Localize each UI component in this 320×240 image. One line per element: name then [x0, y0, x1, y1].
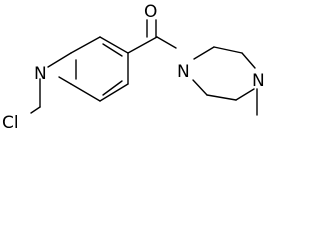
- pyridine-ring: [39, 36, 129, 108]
- methyl-nitrogen-label: N: [252, 71, 265, 91]
- bond: [156, 36, 177, 49]
- bond: [58, 76, 72, 85]
- amide-nitrogen-label: N: [177, 62, 190, 82]
- bond: [206, 94, 237, 101]
- double-bond-inner: [102, 80, 123, 96]
- carbonyl-oxygen-label: O: [144, 2, 157, 22]
- piperazine-ring: [192, 46, 256, 101]
- bond: [99, 36, 129, 54]
- bond: [30, 106, 41, 114]
- bond: [99, 83, 129, 102]
- bond: [70, 83, 101, 102]
- carbonyl-group: [127, 19, 177, 54]
- chlorine-atom-label: Cl: [2, 113, 19, 133]
- bond: [213, 46, 243, 54]
- bond: [235, 88, 255, 101]
- bond: [127, 36, 158, 54]
- bond: [47, 52, 72, 68]
- bond: [241, 52, 256, 69]
- bond: [193, 46, 215, 60]
- bond: [70, 36, 101, 54]
- chemical-structure: Cl N O N N: [2, 2, 265, 133]
- double-bond-inner: [102, 43, 123, 57]
- pyridine-nitrogen-label: N: [34, 64, 47, 84]
- bond: [192, 79, 208, 96]
